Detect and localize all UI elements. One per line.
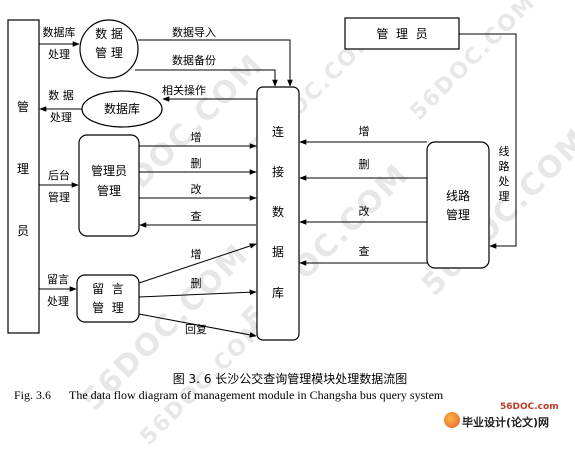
admin-management-node: 管理员 管理	[78, 134, 140, 237]
arrow-msg-reply	[138, 313, 257, 338]
label-data-import: 数据导入	[172, 25, 216, 39]
admin-management-label: 管理	[97, 183, 121, 198]
connect-database-char: 连	[272, 124, 284, 139]
data-management-label: 管 理	[95, 45, 123, 60]
admin-left-box: 管 理 员	[7, 19, 40, 334]
connect-database-char: 库	[272, 285, 284, 300]
figure-number: Fig. 3.6	[14, 388, 52, 402]
line-management-label: 线路	[446, 188, 470, 203]
label-line-add: 增	[359, 124, 370, 138]
figure-caption-en: Fig. 3.6 The data flow diagram of managem…	[14, 388, 574, 403]
data-flow-diagram: 管 理 员 数 据 管 理 数据库 管理员 管理 留 言 管 理 连 接 数 据…	[7, 17, 517, 341]
label-data-processing: 处理	[50, 111, 72, 124]
label-line-processing: 线	[499, 144, 510, 158]
label-db-processing: 数据库	[43, 25, 76, 39]
message-management-label: 留 言	[92, 282, 124, 296]
label-line-processing: 处	[499, 175, 510, 188]
message-management-node: 留 言 管 理	[76, 274, 140, 323]
arrow-data-import	[138, 39, 293, 87]
logo-disc-icon	[444, 412, 460, 428]
label-line-processing: 理	[499, 190, 510, 203]
label-line-query: 查	[359, 244, 370, 258]
logo-brand-text: 毕业设计(论文)网	[462, 416, 550, 429]
site-logo: 56DOC.com 毕业设计(论文)网	[444, 402, 574, 432]
label-admin-edit: 改	[191, 182, 202, 196]
label-admin-add: 增	[191, 130, 202, 144]
arrow-msg-delete	[138, 289, 257, 298]
label-message-processing: 留言	[47, 273, 69, 286]
logo-site-text: 56DOC.com	[500, 402, 559, 412]
database-node: 数据库	[81, 90, 163, 128]
figure-caption-cn: 图 3. 6 长沙公交查询管理模块处理数据流图	[172, 372, 408, 386]
admin-top-label: 管 理 员	[376, 26, 427, 41]
data-management-label: 数 据	[95, 26, 123, 41]
connect-database-char: 数	[272, 204, 284, 219]
label-data-processing: 数 据	[48, 88, 74, 102]
admin-management-label: 管理员	[91, 163, 127, 178]
label-data-backup: 数据备份	[172, 53, 216, 67]
line-management-label: 管理	[446, 207, 470, 222]
data-management-node: 数 据 管 理	[79, 19, 139, 79]
label-msg-reply: 回复	[185, 322, 207, 336]
connect-database-char: 据	[272, 245, 284, 259]
label-line-delete: 删	[359, 158, 370, 171]
label-line-edit: 改	[359, 204, 370, 218]
line-management-node: 线路 管理	[426, 141, 490, 269]
admin-left-char: 员	[17, 224, 29, 238]
admin-left-char: 管	[17, 99, 29, 114]
connect-database-node: 连 接 数 据 库	[256, 86, 300, 341]
label-backstage: 管理	[48, 190, 70, 204]
label-message-processing: 处理	[47, 295, 69, 308]
label-msg-delete: 删	[191, 277, 202, 290]
label-msg-add: 增	[191, 247, 202, 261]
admin-left-char: 理	[17, 162, 29, 176]
arrow-line-processing	[459, 33, 517, 249]
figure-caption-text: The data flow diagram of management modu…	[69, 388, 444, 402]
connect-database-char: 接	[272, 164, 284, 179]
label-backstage: 后台	[48, 168, 70, 182]
label-line-processing: 路	[499, 160, 510, 173]
database-label: 数据库	[104, 101, 140, 116]
label-admin-delete: 删	[191, 157, 202, 170]
admin-top-box: 管 理 员	[344, 17, 460, 50]
label-related-ops: 相关操作	[162, 83, 206, 97]
label-db-processing: 处理	[48, 48, 70, 61]
message-management-label: 管 理	[92, 300, 124, 315]
arrow-data-backup	[135, 69, 278, 87]
label-admin-query: 查	[191, 209, 202, 223]
arrow-msg-add	[138, 243, 257, 284]
